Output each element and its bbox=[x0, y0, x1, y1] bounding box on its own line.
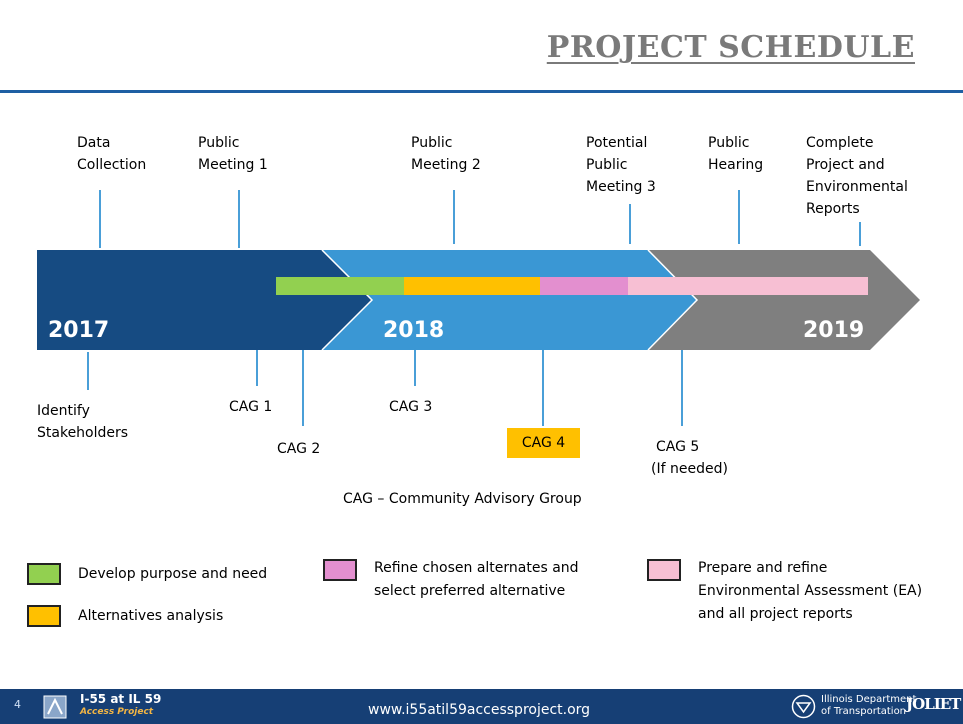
page-title: PROJECT SCHEDULE bbox=[546, 30, 915, 65]
legend-swatch-alternatives bbox=[27, 605, 61, 627]
milestone-tick bbox=[681, 350, 683, 426]
milestone-tick bbox=[87, 352, 89, 390]
year-label-2019: 2019 bbox=[803, 318, 865, 343]
milestone-cag-5: CAG 5 bbox=[656, 439, 700, 455]
timeline-chevron-line-2017 bbox=[321, 249, 374, 351]
idot-name-line1: Illinois Department bbox=[821, 694, 917, 705]
timeline-segment-2018 bbox=[322, 250, 697, 350]
milestone-public-meeting-2: Public Meeting 2 bbox=[411, 135, 481, 173]
footer-bar: 4 I-55 at IL 59 Access Project www.i55at… bbox=[0, 689, 963, 724]
page-number: 4 bbox=[14, 698, 21, 711]
year-label-2018: 2018 bbox=[383, 318, 445, 343]
milestone-cag-4: CAG 4 bbox=[507, 428, 580, 458]
project-url[interactable]: www.i55atil59accessproject.org bbox=[368, 702, 591, 718]
project-name: I-55 at IL 59 bbox=[80, 692, 162, 706]
milestone-tick bbox=[256, 350, 258, 386]
timeline-chevron-line-2018 bbox=[647, 249, 699, 351]
milestone-tick bbox=[99, 190, 101, 248]
legend-swatch-refine bbox=[323, 559, 357, 581]
year-label-2017: 2017 bbox=[48, 318, 110, 343]
milestone-data-collection: Data Collection bbox=[77, 135, 147, 173]
milestone-cag-3: CAG 3 bbox=[389, 399, 433, 415]
milestone-public-meeting-3: Potential Public Meeting 3 bbox=[586, 135, 656, 195]
milestone-tick bbox=[542, 350, 544, 426]
legend-label-prepare: Prepare and refine Environmental Assessm… bbox=[698, 560, 923, 622]
idot-name-line2: of Transportation bbox=[821, 706, 907, 717]
project-subtitle: Access Project bbox=[80, 707, 154, 717]
legend-swatch-prepare bbox=[647, 559, 681, 581]
milestone-tick bbox=[453, 190, 455, 244]
phase-alternatives-analysis bbox=[404, 277, 540, 295]
milestone-cag-2: CAG 2 bbox=[277, 441, 321, 457]
milestone-cag-5-note: (If needed) bbox=[651, 461, 728, 477]
milestone-tick bbox=[629, 204, 631, 244]
cag-definition: CAG – Community Advisory Group bbox=[343, 491, 582, 507]
phase-prepare-ea bbox=[628, 277, 868, 295]
timeline-segment-2017 bbox=[37, 250, 372, 350]
title-divider bbox=[0, 90, 963, 93]
legend-label-develop: Develop purpose and need bbox=[78, 566, 268, 582]
idot-logo-icon bbox=[791, 694, 816, 719]
milestone-cag-1: CAG 1 bbox=[229, 399, 273, 415]
milestone-public-hearing: Public Hearing bbox=[708, 135, 764, 173]
milestone-tick bbox=[414, 350, 416, 386]
phase-refine-alternates bbox=[540, 277, 628, 295]
milestone-tick bbox=[738, 190, 740, 244]
milestone-tick bbox=[302, 350, 304, 426]
legend-swatch-develop bbox=[27, 563, 61, 585]
milestone-public-meeting-1: Public Meeting 1 bbox=[198, 135, 268, 173]
legend-label-alternatives: Alternatives analysis bbox=[78, 608, 224, 624]
milestone-complete-reports: Complete Project and Environmental Repor… bbox=[806, 135, 908, 217]
project-logo-icon bbox=[43, 695, 67, 719]
milestone-tick bbox=[859, 222, 861, 246]
timeline-segment-2019 bbox=[620, 250, 920, 350]
milestone-identify-stakeholders: Identify Stakeholders bbox=[37, 403, 129, 441]
joliet-logo: JOLIET bbox=[906, 695, 961, 713]
legend-label-refine: Refine chosen alternates and select pref… bbox=[374, 560, 579, 599]
milestone-tick bbox=[238, 190, 240, 248]
phase-develop-purpose bbox=[276, 277, 404, 295]
